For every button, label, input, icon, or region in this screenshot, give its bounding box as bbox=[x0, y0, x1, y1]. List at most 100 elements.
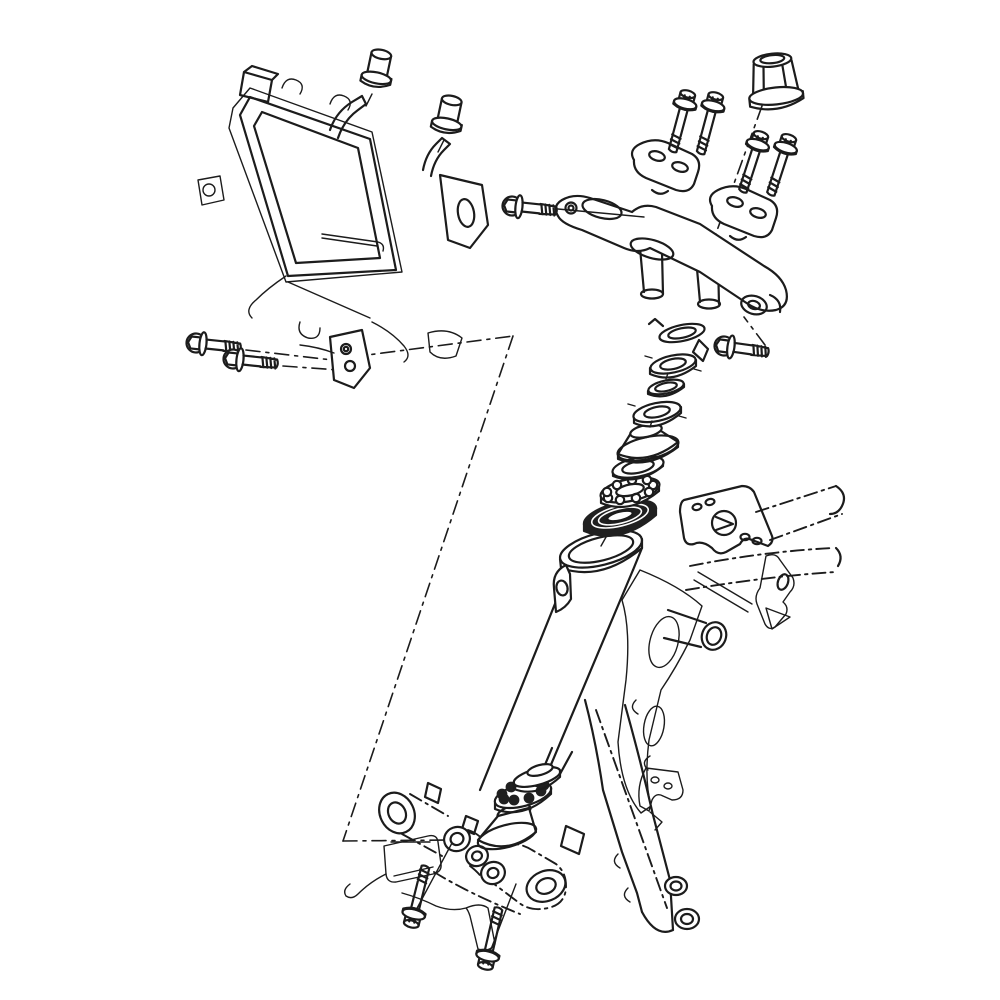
clamp-boss bbox=[480, 860, 506, 886]
stay-foot-plate bbox=[427, 330, 463, 359]
bridge-tip-hole bbox=[564, 201, 578, 215]
bridge-rear-boss bbox=[740, 294, 768, 316]
backbone-tube-bottom bbox=[769, 513, 843, 541]
handlebar-upper-holders: Handlebar upper holder (front) bbox=[630, 139, 779, 241]
frame-small-bracket bbox=[638, 767, 684, 812]
stay-oval-hole bbox=[776, 573, 790, 591]
bridge-rear-cap bbox=[768, 293, 782, 314]
stay-mounting-bolts: Stay mounting bolt (upper) bbox=[184, 329, 281, 377]
nut-bore bbox=[659, 357, 687, 371]
downtube-tabs bbox=[613, 853, 631, 903]
upper-bearing-cone-cover: Upper bearing cone cover bbox=[616, 423, 680, 464]
adjusting-nut-lower: Steering head adjusting nut (lower) bbox=[627, 400, 687, 428]
stay-ring-inner bbox=[252, 110, 382, 265]
nut-slots bbox=[644, 355, 702, 380]
top-bridge-body bbox=[554, 194, 788, 312]
stay-hook-loops bbox=[281, 78, 351, 111]
plate-hole bbox=[751, 536, 763, 546]
left-fork-holder-face bbox=[378, 791, 416, 835]
nut-flange-rim bbox=[748, 90, 805, 111]
panel-cutout bbox=[648, 615, 680, 669]
cross-tube-bore bbox=[705, 626, 723, 646]
side-plate-oval bbox=[456, 198, 476, 228]
head-pipe-body bbox=[478, 568, 635, 792]
cable-guide-right bbox=[401, 892, 496, 951]
diagonal-stay-tube bbox=[693, 571, 753, 613]
seat-rail-top bbox=[689, 547, 833, 567]
head-pipe-bore bbox=[567, 534, 635, 564]
frame-gusset-panel bbox=[617, 569, 703, 814]
frame-head-pipe: Frame head pipe bbox=[478, 529, 644, 792]
adjusting-nut-washer: Adjusting nut washer bbox=[646, 378, 686, 398]
panel-cutout bbox=[642, 705, 666, 747]
left-fork-holder-bore bbox=[386, 801, 408, 825]
engine-mount-bore bbox=[669, 880, 683, 892]
tab-hole-bore bbox=[342, 345, 350, 353]
holder-front bbox=[630, 139, 701, 193]
lower-top-race-hub bbox=[526, 763, 554, 777]
lower-retainer-rim bbox=[493, 786, 553, 814]
head-pipe-tab bbox=[552, 563, 573, 614]
stem-bottom-bolts: Stem bottom bolt (left) bbox=[398, 842, 517, 974]
stay-left-clip bbox=[197, 175, 225, 206]
grommet-right bbox=[429, 94, 463, 135]
engine-mount-bore bbox=[679, 912, 695, 926]
top-bridge-side-bolt bbox=[500, 192, 560, 224]
stay-bottom-hook bbox=[371, 321, 409, 363]
stay-bottom-tubes bbox=[248, 275, 371, 339]
clip-hole bbox=[202, 183, 216, 197]
stay-grommets: Stay grommet cap (left) bbox=[359, 48, 463, 153]
stay-post-left bbox=[328, 94, 368, 140]
stay-inner-rod bbox=[321, 233, 385, 252]
stay-outer-flange bbox=[228, 87, 403, 283]
right-fork-holder-face bbox=[525, 869, 567, 903]
clamp-boss-bore bbox=[470, 850, 484, 862]
steering-stem-nut: Steering stem nut bbox=[748, 52, 805, 111]
downtube-centerline bbox=[595, 709, 668, 909]
bracket-foot bbox=[649, 811, 663, 831]
clamp-tab bbox=[559, 824, 586, 856]
cable-guides: Cable guide (left) bbox=[343, 834, 496, 951]
nut-top-dome bbox=[759, 53, 786, 65]
top-bridge-bolts: Top bridge side bolt bbox=[500, 192, 772, 365]
holder-bolt-hole bbox=[749, 207, 767, 219]
lower-bearing-set: Lower steel ball retainer bbox=[476, 746, 574, 851]
grommet-left bbox=[359, 48, 393, 89]
upper-triple-clamp: Fork top bridge (upper triple clamp) bbox=[554, 194, 788, 316]
bridge-rear-bore bbox=[747, 299, 761, 311]
tab-hole bbox=[555, 579, 569, 597]
clamp-boss-bore bbox=[449, 831, 465, 847]
plate-hole bbox=[704, 497, 716, 507]
parallelogram-bottom-edge bbox=[342, 839, 452, 842]
parallelogram-diagonal bbox=[342, 335, 514, 842]
right-fork-holder-bore bbox=[535, 877, 557, 895]
downtube-left-edge bbox=[583, 698, 644, 914]
plate-hole bbox=[739, 532, 751, 542]
stay-ring-outer bbox=[238, 95, 398, 278]
washer-ring bbox=[647, 378, 685, 396]
fork-boss-end bbox=[639, 288, 665, 300]
nut-bore bbox=[643, 405, 671, 419]
frame-stay-bracket bbox=[755, 553, 795, 630]
stay-bolt-upper-leader bbox=[245, 349, 333, 361]
lock-hole bbox=[710, 509, 738, 537]
clamp-tab bbox=[423, 781, 443, 805]
holder-bolt-hole bbox=[671, 161, 689, 173]
holder-bolt-hole bbox=[648, 150, 666, 162]
lock-washer-tab bbox=[691, 338, 710, 363]
cable-guide-left-loop bbox=[383, 834, 442, 883]
alignment-leader-lines: Assembly alignment leader lines bbox=[245, 105, 766, 842]
engine-mount-boss bbox=[673, 907, 701, 931]
bolt-axis-leader bbox=[487, 883, 517, 958]
holder-bolt-hole bbox=[726, 196, 744, 208]
tab-wire bbox=[299, 344, 335, 354]
cable-guide-left-tail bbox=[343, 873, 387, 899]
adjusting-nut-upper: Steering head adjusting nut (upper) bbox=[644, 353, 702, 380]
clamp-bolt-leader bbox=[743, 316, 766, 346]
tube-cut-end bbox=[828, 484, 846, 516]
lower-cone-base bbox=[476, 821, 538, 851]
cross-tube-body bbox=[662, 608, 708, 649]
engine-mount-boss bbox=[663, 875, 689, 897]
